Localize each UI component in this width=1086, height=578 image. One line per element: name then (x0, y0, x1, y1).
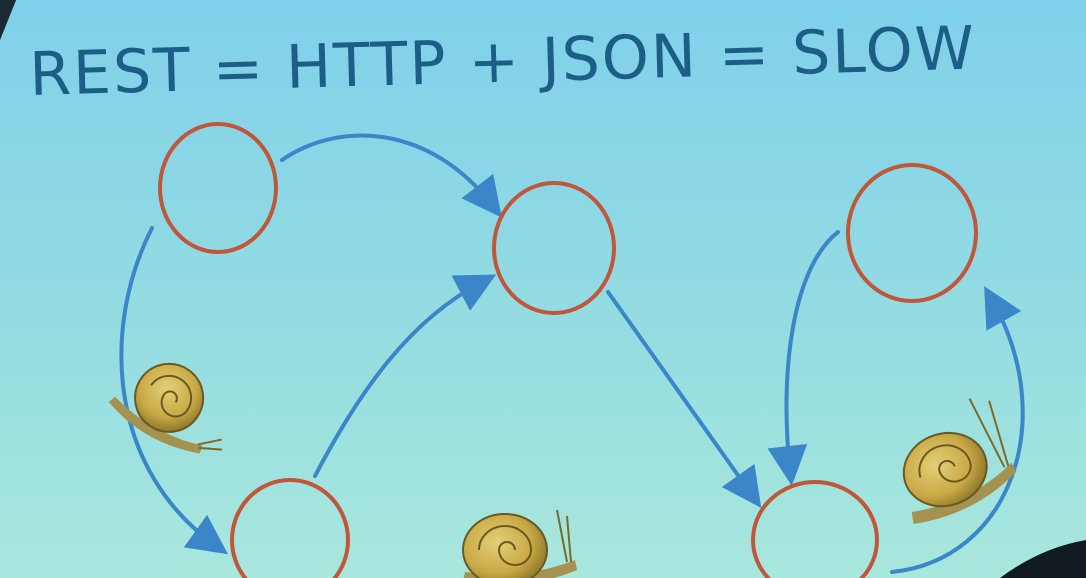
arrow-topright-to-bottomright (767, 230, 840, 486)
arrow-topleft-to-bottomleft (119, 226, 229, 555)
snail-icon (462, 509, 577, 578)
node-top-left (158, 122, 278, 254)
arrow-topleft-to-center (280, 133, 502, 218)
snail-icon (902, 398, 1017, 525)
node-bottom-right (751, 480, 879, 578)
snail-icon (108, 362, 223, 454)
node-center (492, 181, 616, 315)
arrow-center-to-bottomright (606, 290, 762, 509)
arrow-bottomleft-to-center (313, 274, 497, 478)
node-top-right (846, 163, 978, 303)
snail-right (902, 398, 1017, 525)
audience-silhouette (1000, 540, 1086, 578)
snail-left (108, 362, 223, 454)
snail-bottom-center (462, 509, 577, 578)
node-bottom-left (230, 478, 350, 578)
nodes (158, 122, 978, 578)
